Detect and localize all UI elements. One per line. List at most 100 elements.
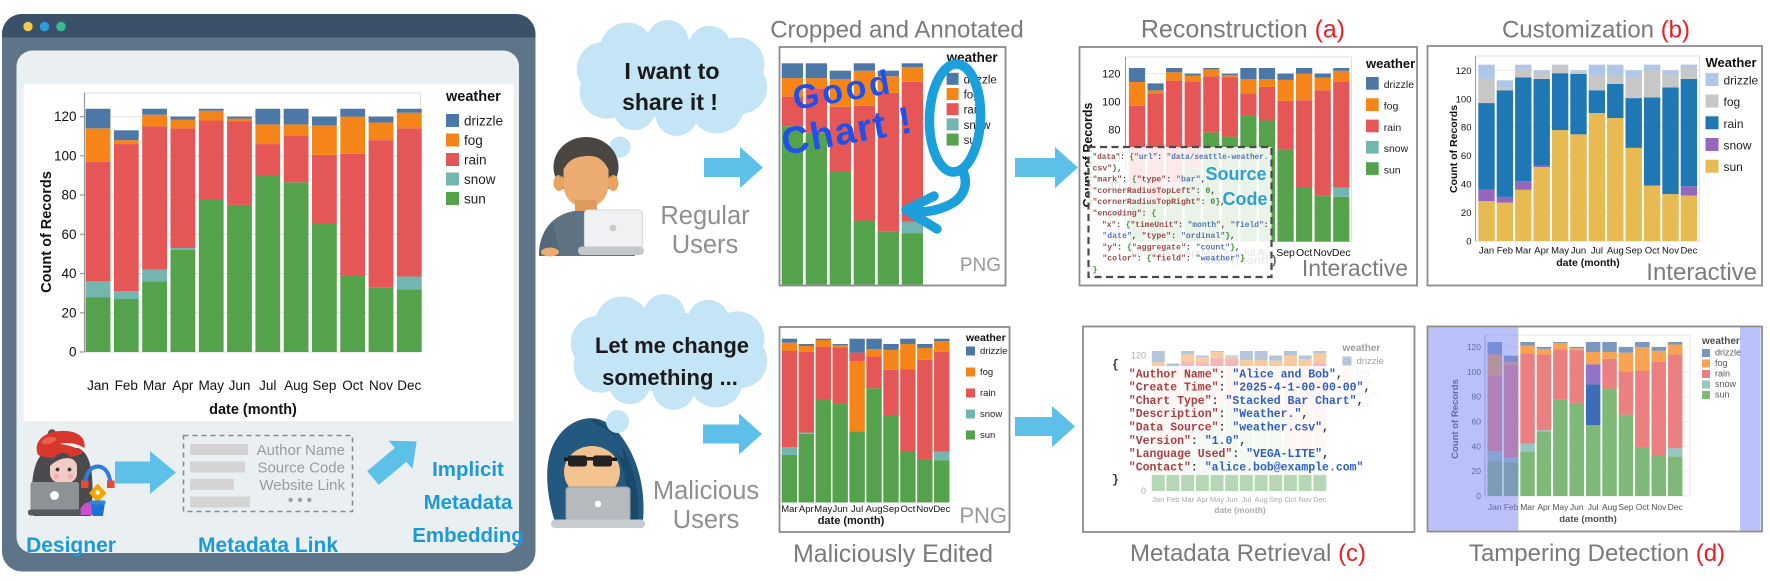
svg-text:drizzle: drizzle (464, 114, 503, 129)
svg-text:PNG: PNG (959, 503, 1007, 528)
svg-text:drizzle: drizzle (1715, 348, 1741, 358)
svg-text:May: May (198, 378, 224, 393)
svg-text:Nov: Nov (1298, 495, 1312, 504)
svg-text:Feb: Feb (1167, 495, 1180, 504)
svg-text:PNG: PNG (960, 255, 1001, 276)
svg-text:Designer: Designer (26, 534, 116, 557)
svg-text:sun: sun (1715, 390, 1730, 400)
svg-text:Count of Records: Count of Records (1448, 105, 1460, 193)
svg-text:Dec: Dec (1332, 247, 1351, 259)
svg-text:"encoding": {: "encoding": { (1093, 209, 1157, 219)
svg-text:fog: fog (980, 367, 993, 378)
svg-text:0: 0 (69, 345, 77, 360)
svg-text:100: 100 (54, 148, 77, 163)
svg-text:rain: rain (1715, 369, 1730, 379)
svg-text:Code: Code (1223, 189, 1268, 209)
svg-text:Nov: Nov (369, 378, 393, 393)
svg-text:Metadata: Metadata (424, 491, 513, 514)
svg-text:"Language Used": "VEGA-LITE",: "Language Used": "VEGA-LITE", (1129, 448, 1329, 461)
svg-text:Jan: Jan (1479, 246, 1494, 257)
svg-text:Dec: Dec (1313, 495, 1327, 504)
svg-text:Jul: Jul (1242, 495, 1252, 504)
svg-text:80: 80 (1108, 125, 1120, 137)
svg-text:Jul: Jul (1588, 502, 1599, 512)
svg-text:fog: fog (464, 133, 483, 148)
svg-text:Oct: Oct (1636, 502, 1650, 512)
svg-text:"color": {"field": "weather"}: "color": {"field": "weather"} (1093, 254, 1245, 264)
svg-text:Aug: Aug (1607, 246, 1624, 257)
svg-text:Dec: Dec (1680, 246, 1697, 257)
svg-text:Regular: Regular (660, 202, 750, 230)
svg-text:Mar: Mar (143, 378, 167, 393)
svg-text:Source Code: Source Code (257, 460, 345, 477)
svg-text:Reconstruction (a): Reconstruction (a) (1141, 16, 1345, 44)
svg-text:"Chart Type": "Stacked Bar Cha: "Chart Type": "Stacked Bar Chart", (1129, 395, 1364, 408)
svg-text:date (month): date (month) (1559, 514, 1617, 525)
svg-text:Mar: Mar (781, 504, 797, 515)
svg-text:snow: snow (464, 172, 496, 187)
svg-text:rain: rain (980, 388, 996, 399)
svg-text:Oct: Oct (342, 378, 363, 393)
svg-text:snow: snow (980, 409, 1002, 420)
svg-text:Jul: Jul (259, 378, 276, 393)
svg-text:Embedding: Embedding (412, 524, 524, 547)
svg-text:"cornerRadiusTopRight": 0},: "cornerRadiusTopRight": 0}, (1093, 197, 1226, 207)
svg-text:rain: rain (464, 153, 487, 168)
svg-text:May: May (1552, 502, 1569, 512)
svg-text:Sep: Sep (1276, 247, 1295, 259)
svg-text:Users: Users (673, 506, 740, 534)
svg-text:Dec: Dec (933, 504, 950, 515)
svg-text:Website Link: Website Link (259, 477, 345, 494)
svg-text:weather: weather (445, 89, 501, 105)
svg-text:fog: fog (1384, 101, 1399, 113)
svg-text:Apr: Apr (1534, 246, 1549, 257)
svg-text:"data": {"url": "data/seattle-: "data": {"url": "data/seattle-weather. (1093, 152, 1269, 162)
svg-text:fog: fog (1724, 95, 1741, 109)
svg-text:20: 20 (1461, 208, 1472, 219)
svg-text:0: 0 (1141, 486, 1146, 496)
svg-text:Oct: Oct (1296, 247, 1312, 259)
svg-text:Maliciously Edited: Maliciously Edited (793, 540, 993, 568)
svg-text:Interactive: Interactive (1302, 255, 1408, 281)
svg-text:Oct: Oct (901, 504, 916, 515)
svg-text:Nov: Nov (1313, 247, 1332, 259)
svg-text:weather: weather (1365, 56, 1415, 71)
svg-text:sun: sun (980, 430, 995, 441)
svg-text:120: 120 (1131, 351, 1146, 361)
svg-text:drizzle: drizzle (1357, 356, 1384, 367)
svg-text:date (month): date (month) (818, 515, 885, 527)
svg-text:Feb: Feb (1497, 246, 1513, 257)
svg-text:Tampering Detection (d): Tampering Detection (d) (1469, 540, 1725, 567)
svg-text:"Description": "Weather.",: "Description": "Weather.", (1129, 408, 1308, 421)
svg-text:40: 40 (1461, 180, 1472, 191)
svg-text:May: May (1210, 495, 1224, 504)
svg-text:Dec: Dec (397, 378, 421, 393)
svg-text:Aug: Aug (1254, 495, 1267, 504)
svg-text:0: 0 (1466, 237, 1471, 248)
svg-text:Oct: Oct (1285, 495, 1298, 504)
svg-text:sun: sun (464, 192, 486, 207)
svg-text:drizzle: drizzle (1384, 79, 1415, 91)
svg-text:Nov: Nov (1651, 502, 1667, 512)
svg-text:Jan: Jan (1152, 495, 1164, 504)
svg-text:}: } (1093, 265, 1098, 275)
svg-text:}: } (1112, 474, 1119, 487)
svg-text:"x": {"timeUnit": "month", "fi: "x": {"timeUnit": "month", "field": (1093, 220, 1269, 230)
svg-text:Mar: Mar (1515, 246, 1531, 257)
svg-text:Aug: Aug (1602, 502, 1617, 512)
svg-text:Sep: Sep (1269, 495, 1282, 504)
svg-text:Jan: Jan (87, 378, 109, 393)
svg-text:"Version": "1.0",: "Version": "1.0", (1129, 435, 1246, 448)
svg-text:Jul: Jul (1591, 246, 1603, 257)
svg-text:Mar: Mar (1181, 495, 1194, 504)
svg-text:snow: snow (1724, 139, 1752, 153)
svg-text:weather: weather (1342, 343, 1381, 354)
svg-text:date (month): date (month) (209, 402, 297, 418)
svg-text:sun: sun (1384, 164, 1401, 176)
svg-text:rain: rain (1384, 122, 1402, 134)
svg-text:Feb: Feb (115, 378, 138, 393)
svg-text:Cropped and Annotated: Cropped and Annotated (770, 17, 1024, 44)
svg-text:120: 120 (54, 109, 77, 124)
svg-text:Jun: Jun (1571, 246, 1586, 257)
svg-text:120: 120 (1456, 66, 1472, 77)
